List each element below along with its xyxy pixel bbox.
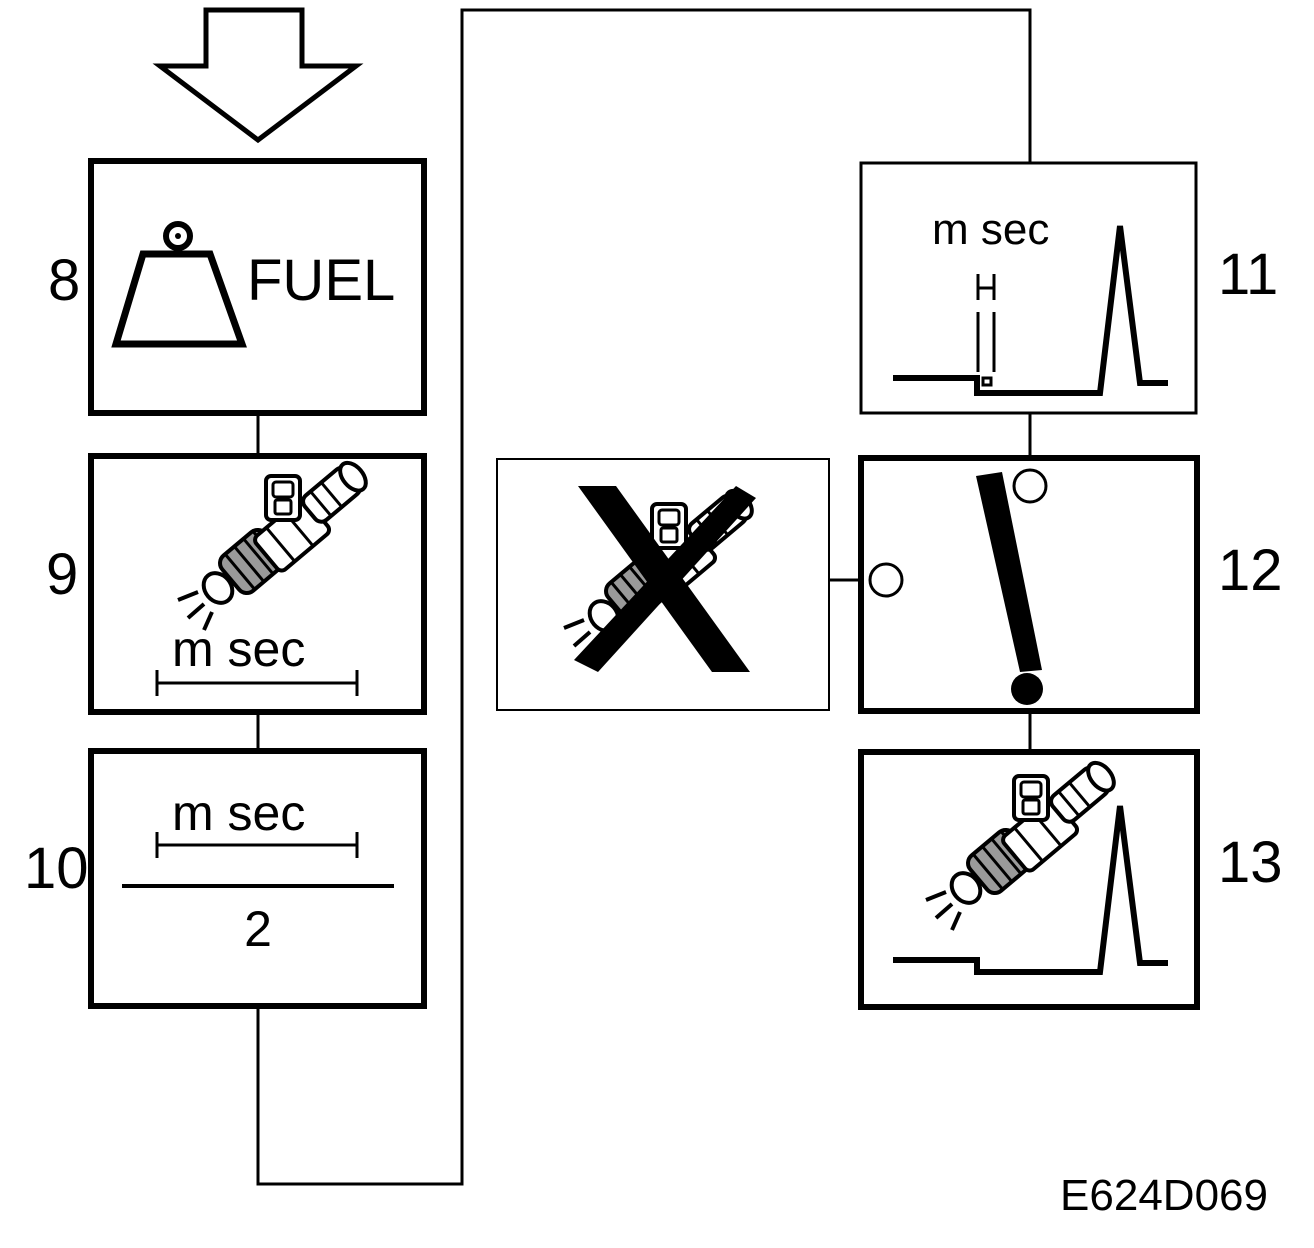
step-number-10: 10 (24, 836, 89, 901)
faulty-injector-box (496, 458, 830, 711)
step-8-box: FUEL (88, 158, 427, 416)
duration-bracket-10 (155, 832, 359, 858)
step-12-box (858, 455, 1200, 714)
arrow-down-icon (152, 7, 364, 144)
step-number-9: 9 (46, 542, 78, 607)
step-number-8: 8 (48, 248, 80, 313)
pulse-waveform-icon (893, 225, 1168, 396)
connector-10-11-loop (256, 8, 1032, 1186)
divisor-label: 2 (244, 901, 272, 957)
measurement-marker (976, 274, 996, 387)
step-number-12: 12 (1218, 538, 1283, 603)
step-number-11: 11 (1218, 242, 1278, 307)
connection-node-left (868, 562, 904, 598)
pulse-width-label: m sec (172, 621, 305, 677)
step-13-box (858, 749, 1200, 1010)
pulse-waveform-icon-13 (893, 805, 1168, 975)
pulse-width-label-11: m sec (932, 205, 1049, 254)
step-9-box: m sec (88, 453, 427, 715)
step-10-box: m sec 2 (88, 748, 427, 1009)
fuel-label: FUEL (247, 248, 395, 313)
step-11-box: m sec (859, 161, 1198, 415)
cross-mark (574, 486, 756, 672)
pulse-width-label-10: m sec (172, 785, 305, 841)
exclamation-icon (976, 472, 1043, 705)
weight-icon (111, 221, 247, 348)
duration-bracket (155, 670, 359, 696)
figure-code: E624D069 (1060, 1171, 1268, 1220)
connection-node-top (1012, 468, 1048, 504)
step-number-13: 13 (1218, 830, 1283, 895)
